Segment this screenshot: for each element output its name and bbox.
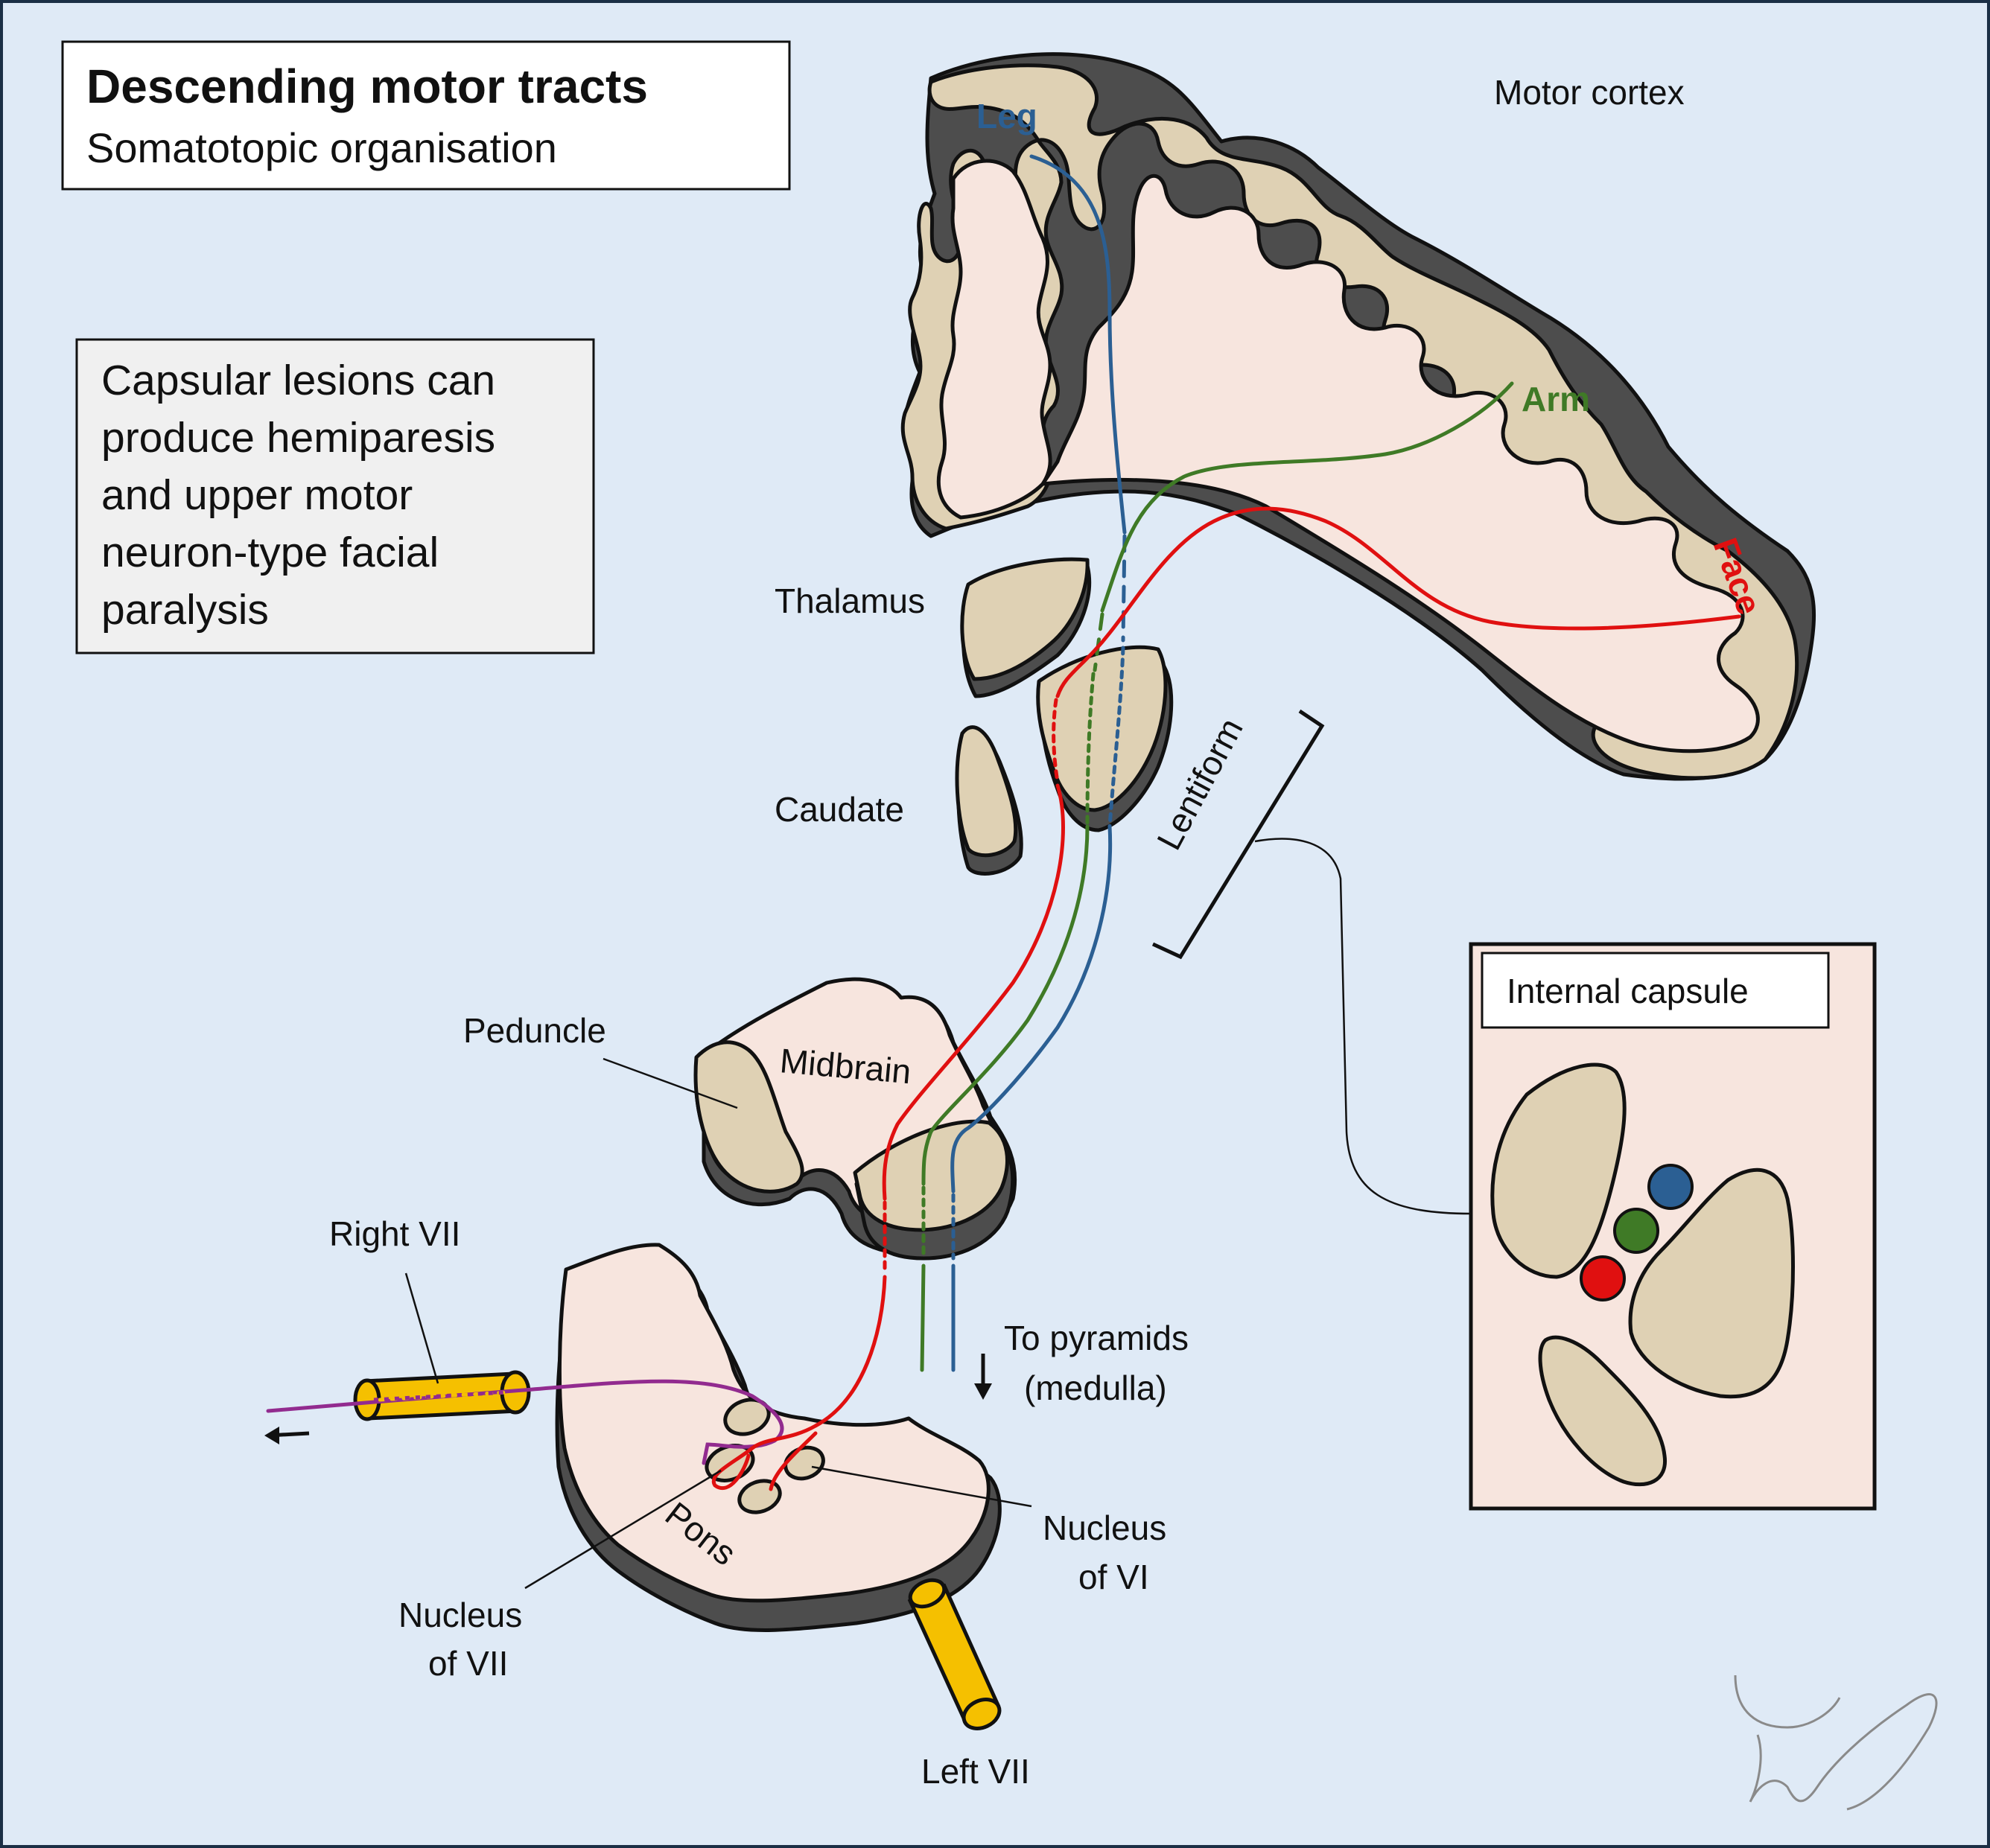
right-vii-dotted [373, 1390, 507, 1402]
inset-lentiform [1628, 1167, 1795, 1399]
note-line-2: produce hemiparesis [101, 414, 495, 462]
down-arrow [974, 1354, 992, 1400]
thalamus-label: Thalamus [775, 582, 925, 620]
lentiform-bracket [1151, 709, 1472, 1215]
leg-tract-solid [1029, 154, 1127, 535]
nucleus-vii-leader [524, 1469, 722, 1590]
leg-label: Leg [976, 97, 1037, 136]
thalamus [960, 557, 1092, 698]
peduncle-leader [603, 1057, 738, 1109]
nucleus-vi-label-2: of VI [1078, 1558, 1149, 1596]
title-box: Descending motor tracts Somatotopic orga… [61, 40, 791, 191]
title-heading: Descending motor tracts [86, 60, 648, 113]
inset-title: Internal capsule [1507, 972, 1749, 1010]
note-line-4: neuron-type facial [101, 529, 439, 576]
note-line-3: and upper motor [101, 471, 413, 519]
left-vii-nerve [907, 1578, 1002, 1730]
inset-thalamus [1490, 1062, 1627, 1279]
inset-arm-fibres [1613, 1208, 1659, 1254]
leg-tract-dotted [1107, 646, 1125, 829]
cortex-white-matter [936, 159, 1760, 753]
nucleus-vii-label-1: Nucleus [398, 1596, 522, 1634]
inset-face-fibres [1580, 1255, 1626, 1301]
inset-caudate [1538, 1335, 1667, 1487]
caudate-label: Caudate [775, 790, 904, 829]
inset-leg-fibres [1647, 1164, 1694, 1210]
arm-tract-dotted [1085, 672, 1096, 825]
internal-capsule-inset: Internal capsule [1469, 942, 1877, 1511]
nucleus-vii-label-2: of VII [428, 1644, 508, 1683]
left-vii-label: Left VII [921, 1752, 1030, 1791]
arm-tract-to-pyramids [920, 1264, 926, 1372]
right-vii-leader [404, 1272, 439, 1384]
note-line-1: Capsular lesions can [101, 357, 495, 404]
arm-label: Arm [1522, 380, 1590, 418]
lentiform [1036, 645, 1174, 832]
peduncle-label: Peduncle [463, 1011, 606, 1050]
face-tract-dotted [1052, 698, 1060, 784]
motor-cortex-label: Motor cortex [1494, 73, 1685, 112]
right-vii-label: Right VII [329, 1214, 460, 1253]
pyramids-label-2: (medulla) [1024, 1369, 1167, 1407]
facial-fibre-in-nerve [378, 1390, 509, 1402]
arm-tract-descending [921, 824, 1090, 1186]
arm-tract-solid [1100, 381, 1514, 613]
nucleus-vi-leader [811, 1465, 1032, 1508]
arm-tract-dashed [1093, 612, 1104, 672]
midbrain [693, 977, 1017, 1261]
face-tract-solid [1055, 506, 1741, 698]
title-subheading: Somatotopic organisation [86, 124, 557, 171]
author-signature [1734, 1675, 1938, 1811]
note-line-5: paralysis [101, 586, 269, 634]
pyramids-label-1: To pyramids [1004, 1319, 1189, 1357]
left-arrow [264, 1427, 310, 1444]
face-tract-to-pons [711, 1275, 887, 1491]
leg-tract-descending [950, 824, 1113, 1194]
motor-cortex [900, 52, 1816, 781]
leg-tract-dashed [1121, 534, 1127, 643]
nucleus-vi-label-1: Nucleus [1043, 1508, 1166, 1547]
caudate [955, 725, 1023, 876]
note-box: Capsular lesions can produce hemiparesis… [75, 338, 595, 654]
face-tract-descending [882, 783, 1065, 1201]
